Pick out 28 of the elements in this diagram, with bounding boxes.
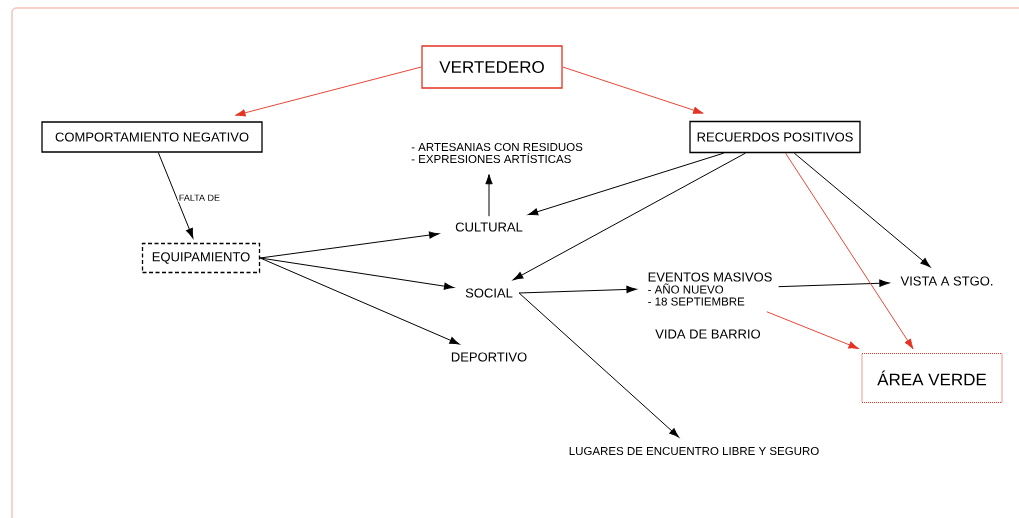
arrow xyxy=(157,152,194,239)
arrow xyxy=(793,152,931,268)
concept-box: COMPORTAMIENTO NEGATIVO xyxy=(41,121,263,153)
dotted-box: ÁREA VERDE xyxy=(861,353,1003,403)
arrow xyxy=(778,279,890,288)
concept-text: CULTURAL xyxy=(455,222,523,232)
arrow xyxy=(766,311,859,349)
arrow xyxy=(512,152,746,281)
arrow xyxy=(235,66,422,117)
concept-text: VISTA A STGO. xyxy=(900,276,993,286)
arrow xyxy=(562,66,704,114)
concept-box: RECUERDOS POSITIVOS xyxy=(689,120,861,154)
arrow xyxy=(259,257,460,345)
concept-box: VERTEDERO xyxy=(421,45,563,89)
concept-text: LUGARES DE ENCUENTRO LIBRE Y SEGURO xyxy=(569,446,819,456)
concept-text: - ARTESANIAS CON RESIDUOS - EXPRESIONES ARTÍSTICAS xyxy=(411,142,583,164)
arrow xyxy=(518,292,680,438)
dashed-box: EQUIPAMIENTO xyxy=(141,242,261,274)
concept-text: DEPORTIVO xyxy=(451,352,527,362)
edge-label: FALTA DE xyxy=(179,194,220,201)
arrow xyxy=(485,174,493,217)
note-text: VIDA DE BARRIO xyxy=(655,329,761,339)
arrow xyxy=(259,231,440,259)
arrow xyxy=(785,152,914,350)
arrow xyxy=(527,152,725,216)
arrow xyxy=(518,285,637,294)
concept-text: SOCIAL xyxy=(465,288,513,298)
concept-text: EVENTOS MASIVOS - AÑO NUEVO - 18 SEPTIEMBRE xyxy=(648,272,772,306)
